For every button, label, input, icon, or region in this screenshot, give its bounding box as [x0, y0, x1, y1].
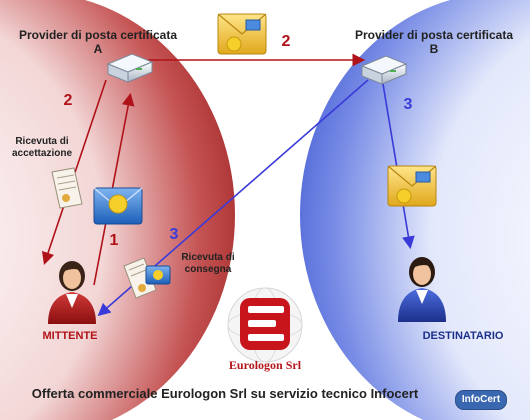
certified-mail-envelope-top-icon — [217, 13, 267, 55]
recipient-person-icon — [398, 257, 446, 322]
sender-label: MITTENTE — [42, 330, 98, 342]
provider-b-letter: B — [429, 42, 439, 56]
server-b-icon — [360, 55, 408, 85]
mail-envelope-recipient-icon — [387, 165, 437, 207]
infocert-badge: InfoCert — [455, 390, 507, 410]
provider-a-title: Provider di posta certificata — [18, 28, 178, 42]
step-3-right-label: 3 — [403, 96, 413, 113]
delivery-receipt-icon — [123, 257, 171, 299]
provider-b-title: Provider di posta certificata — [354, 28, 514, 42]
recipient-label: DESTINATARIO — [422, 330, 504, 342]
delivery-receipt-label: Ricevuta di consegna — [181, 252, 235, 275]
provider-a-label: Provider di posta certificata A — [0, 28, 196, 56]
eurologon-logo-icon — [227, 287, 303, 363]
provider-a-letter: A — [93, 42, 103, 56]
step-2-top-label: 2 — [281, 33, 291, 50]
provider-b-label: Provider di posta certificata B — [336, 28, 530, 56]
acceptance-receipt-label: Ricevuta di accettazione — [11, 136, 73, 159]
server-a-icon — [106, 53, 154, 83]
mail-envelope-step1-icon — [93, 187, 143, 225]
step-1-label: 1 — [109, 232, 119, 249]
recipient-domain-sphere — [300, 0, 530, 420]
step-2-left-label: 2 — [63, 92, 73, 109]
eurologon-brand-name: Eurologon Srl — [228, 358, 302, 372]
step-3-left-label: 3 — [169, 226, 179, 243]
sender-person-icon — [48, 261, 96, 324]
footer-caption: Offerta commerciale Eurologon Srl su ser… — [31, 386, 419, 401]
acceptance-receipt-icon — [51, 167, 83, 209]
